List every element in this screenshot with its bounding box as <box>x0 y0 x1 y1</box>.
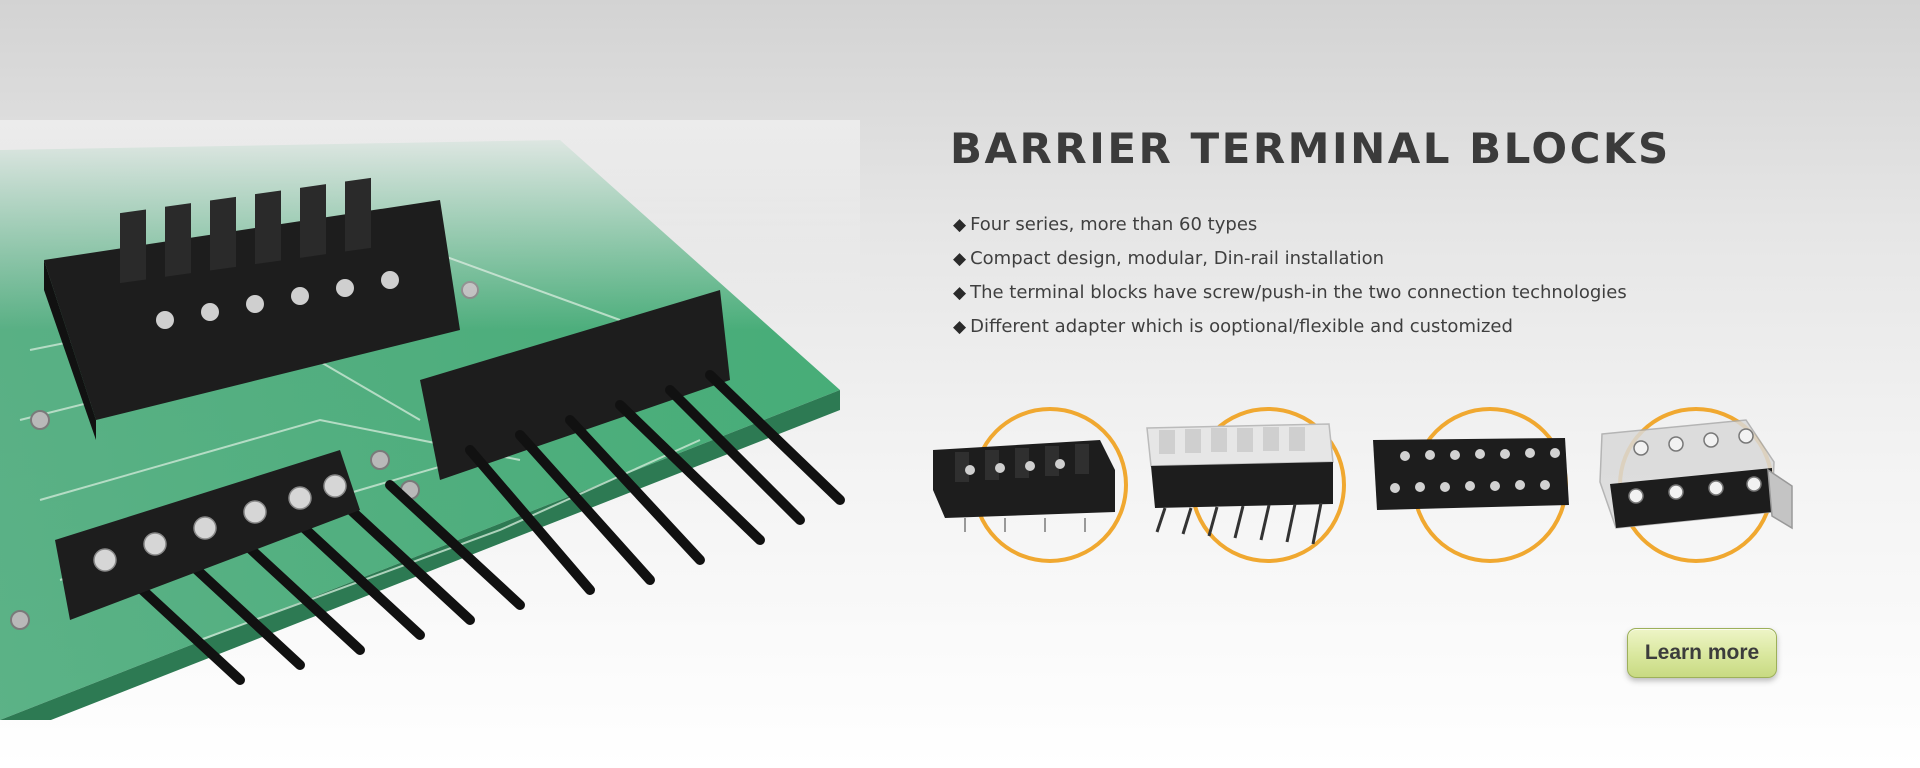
banner-title: BARRIER TERMINAL BLOCKS <box>950 124 1671 173</box>
diamond-bullet-icon: ◆ <box>953 317 967 337</box>
feature-text: The terminal blocks have screw/push-in t… <box>970 282 1627 303</box>
large-barrier-block <box>44 177 460 440</box>
diamond-bullet-icon: ◆ <box>953 249 967 269</box>
learn-more-button[interactable]: Learn more <box>1627 628 1777 678</box>
product-thumb-din-rail[interactable] <box>1596 400 1816 570</box>
feature-item: ◆Compact design, modular, Din-rail insta… <box>953 242 1627 276</box>
product-thumb-single-row[interactable] <box>925 400 1145 570</box>
covered-pcb-barrier-block-icon <box>1146 407 1346 563</box>
din-rail-barrier-block-icon <box>1599 407 1793 563</box>
diamond-bullet-icon: ◆ <box>953 283 967 303</box>
feature-item: ◆The terminal blocks have screw/push-in … <box>953 276 1627 310</box>
feature-text: Compact design, modular, Din-rail instal… <box>970 248 1385 269</box>
double-row-barrier-block-icon <box>1373 407 1569 563</box>
product-thumb-double-row[interactable] <box>1365 400 1585 570</box>
hero-image <box>0 120 860 720</box>
feature-list: ◆Four series, more than 60 types ◆Compac… <box>953 208 1627 344</box>
feature-text: Different adapter which is ooptional/fle… <box>970 316 1513 337</box>
standing-barrier-block <box>420 290 845 595</box>
product-thumb-covered[interactable] <box>1143 400 1363 570</box>
diamond-bullet-icon: ◆ <box>953 215 967 235</box>
front-barrier-block <box>55 450 525 685</box>
feature-text: Four series, more than 60 types <box>970 214 1258 235</box>
feature-item: ◆Different adapter which is ooptional/fl… <box>953 310 1627 344</box>
pcb-terminal-blocks-illustration <box>0 120 860 720</box>
single-row-barrier-block-icon <box>933 407 1128 563</box>
feature-item: ◆Four series, more than 60 types <box>953 208 1627 242</box>
